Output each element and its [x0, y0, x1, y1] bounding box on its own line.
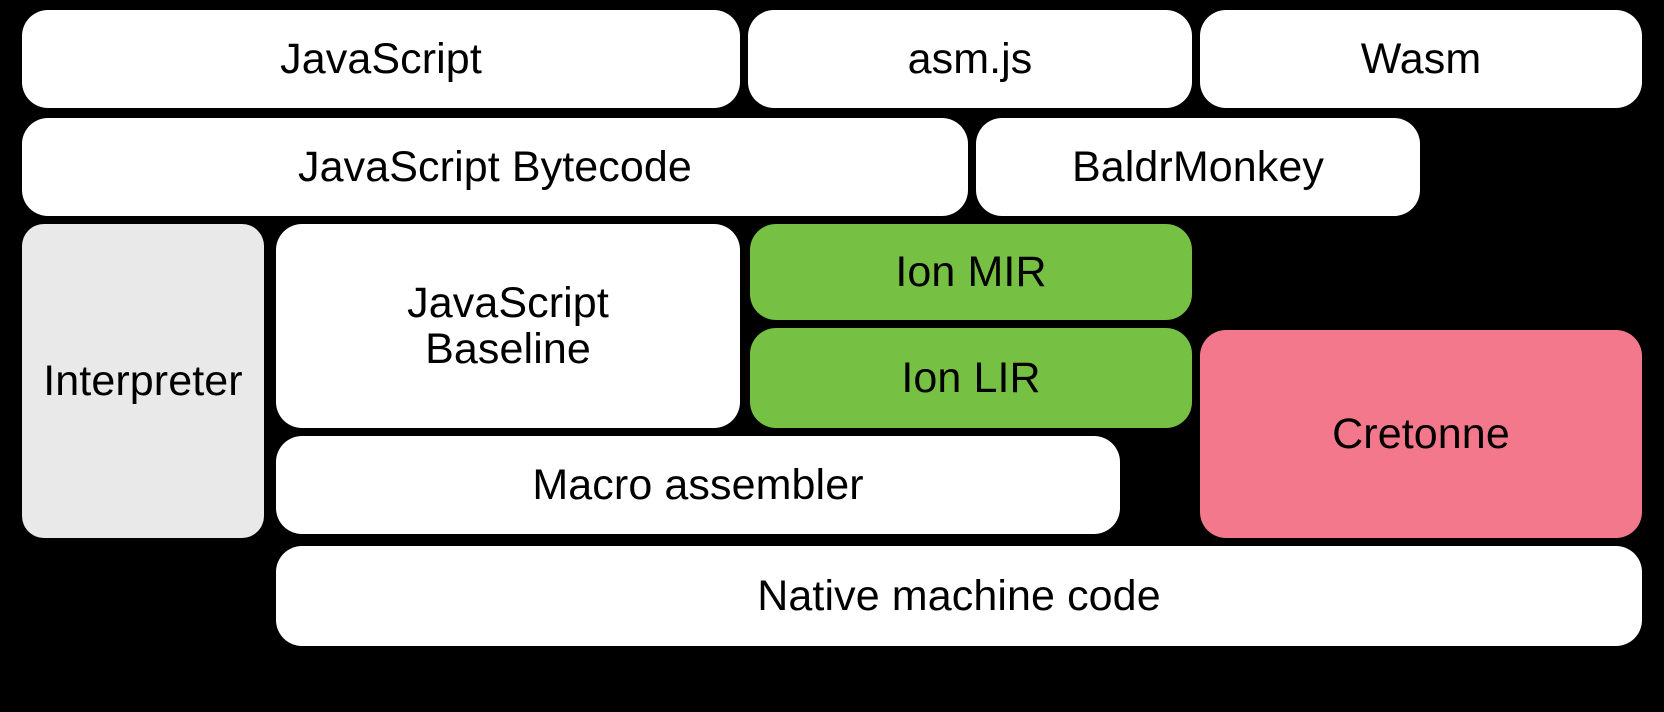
node-ion-lir[interactable]: Ion LIR — [750, 328, 1192, 428]
node-ion-mir[interactable]: Ion MIR — [750, 224, 1192, 320]
node-interpreter[interactable]: Interpreter — [22, 224, 264, 538]
node-javascript-baseline[interactable]: JavaScript Baseline — [276, 224, 740, 428]
node-wasm[interactable]: Wasm — [1200, 10, 1642, 108]
node-javascript[interactable]: JavaScript — [22, 10, 740, 108]
node-cretonne[interactable]: Cretonne — [1200, 330, 1642, 538]
node-javascript-bytecode[interactable]: JavaScript Bytecode — [22, 118, 968, 216]
node-macro-assembler[interactable]: Macro assembler — [276, 436, 1120, 534]
node-asm-js[interactable]: asm.js — [748, 10, 1192, 108]
node-baldrmonkey[interactable]: BaldrMonkey — [976, 118, 1420, 216]
node-native-machine-code[interactable]: Native machine code — [276, 546, 1642, 646]
